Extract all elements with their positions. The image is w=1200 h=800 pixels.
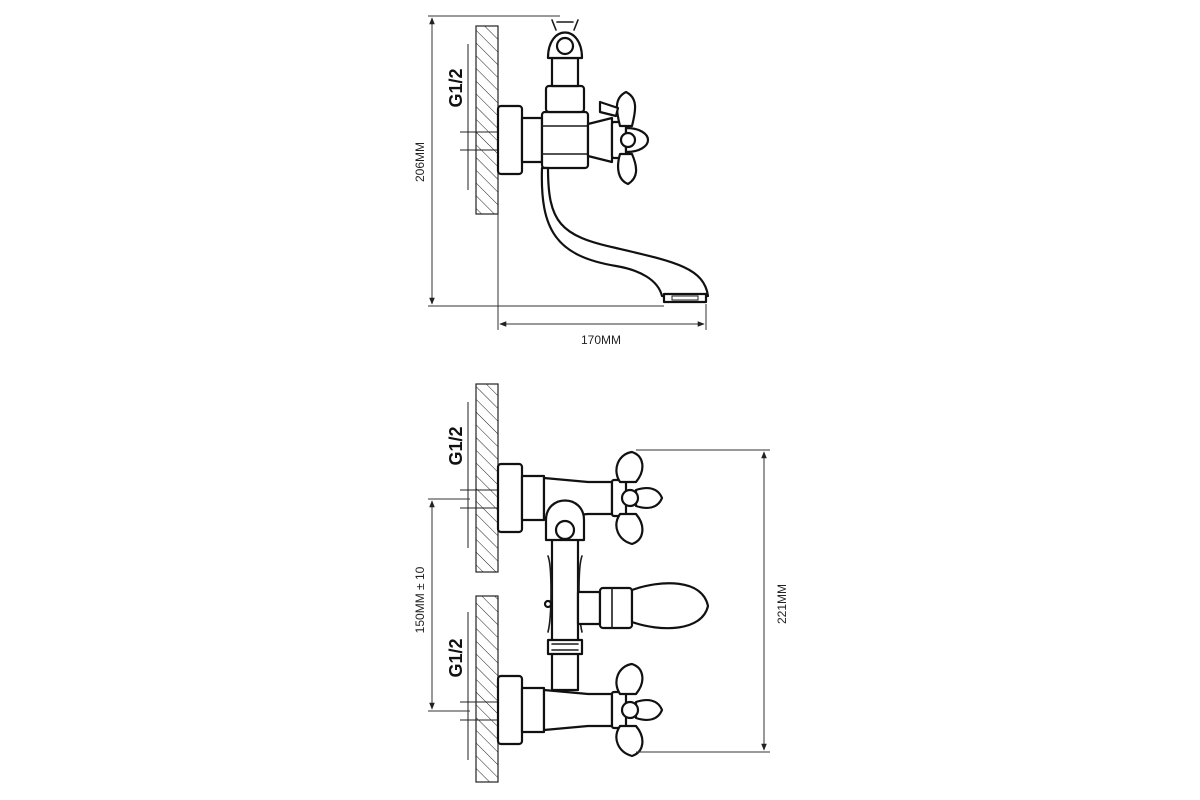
front-bottom-connection <box>496 662 664 758</box>
front-wall-top <box>475 383 499 573</box>
front-dim-center <box>428 498 470 712</box>
front-wall-bottom <box>475 595 499 783</box>
side-view: 206MM 170MM G1/2 <box>413 15 710 347</box>
side-dim-depth <box>497 214 707 330</box>
side-valve-handle <box>586 90 650 186</box>
side-wall <box>475 25 499 215</box>
side-depth-label: 170MM <box>581 333 621 347</box>
side-thread-lines <box>460 44 500 190</box>
front-dim-height <box>636 449 770 753</box>
side-spout <box>540 166 710 304</box>
front-thread-lines <box>460 402 500 760</box>
front-diverter-lever <box>576 582 710 630</box>
side-dim-height <box>428 15 664 307</box>
front-thread-bottom-label: G1/2 <box>446 638 466 677</box>
front-height-label: 221MM <box>775 584 789 624</box>
side-thread-label: G1/2 <box>446 68 466 107</box>
side-shower-holder <box>546 19 584 88</box>
side-height-label: 206MM <box>413 142 427 182</box>
front-view: 150MM ± 10 221MM G1/2 G1/2 <box>413 383 789 783</box>
side-body <box>540 84 590 170</box>
front-body-column <box>543 499 587 692</box>
front-center-distance-label: 150MM ± 10 <box>413 566 427 633</box>
side-flange <box>496 104 544 176</box>
front-thread-top-label: G1/2 <box>446 426 466 465</box>
